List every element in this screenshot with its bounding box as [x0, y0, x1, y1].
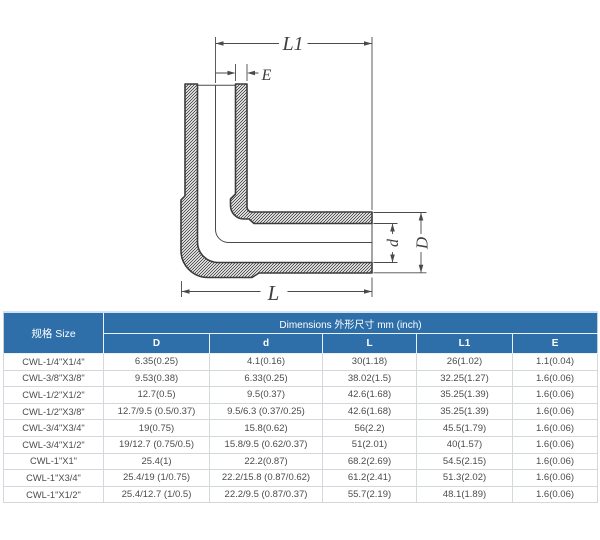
value-cell: 9.5(0.37) [209, 386, 323, 404]
value-cell: 15.8(0.62) [209, 419, 323, 437]
table-row: CWL-1/2"X1/2"12.7(0.5)9.5(0.37)42.6(1.68… [3, 386, 599, 404]
dim-d-small-arrows [390, 223, 395, 263]
value-cell: 42.6(1.68) [322, 386, 417, 404]
value-cell: 19(0.75) [103, 419, 210, 437]
value-cell: 1.6(0.06) [511, 469, 599, 487]
table-row: CWL-1"X1"25.4(1)22.2(0.87)68.2(2.69)54.5… [3, 452, 599, 471]
dim-label-d-small: d [385, 238, 402, 247]
value-cell: 4.1(0.16) [209, 353, 323, 371]
value-cell: 22.2/15.8 (0.87/0.62) [209, 469, 323, 487]
table-row: CWL-1"X1/2"25.4/12.7 (1/0.5)22.2/9.5 (0.… [3, 485, 599, 504]
table-row: CWL-1/4"X1/4"6.35(0.25)4.1(0.16)30(1.18)… [3, 353, 599, 371]
value-cell: 15.8/9.5 (0.62/0.37) [209, 435, 323, 454]
value-cell: 40(1.57) [416, 435, 513, 454]
size-cell: CWL-3/4"X3/4" [3, 419, 104, 437]
value-cell: 22.2/9.5 (0.87/0.37) [209, 485, 323, 504]
value-cell: 38.02(1.5) [322, 369, 417, 388]
value-cell: 35.25(1.39) [416, 402, 513, 421]
value-cell: 6.35(0.25) [103, 353, 210, 371]
column-header-e: E [511, 333, 599, 354]
value-cell: 1.6(0.06) [511, 386, 599, 404]
value-cell: 9.53(0.38) [103, 369, 210, 388]
dim-l [181, 277, 373, 297]
size-cell: CWL-1"X1/2" [3, 485, 104, 504]
value-cell: 22.2(0.87) [209, 452, 323, 471]
value-cell: 25.4(1) [103, 452, 210, 471]
size-cell: CWL-3/8"X3/8" [3, 369, 104, 388]
spec-table-body: CWL-1/4"X1/4"6.35(0.25)4.1(0.16)30(1.18)… [3, 353, 599, 504]
dim-l1-arrows [215, 41, 372, 46]
table-row: CWL-3/4"X1/2"19/12.7 (0.75/0.5)15.8/9.5 … [3, 435, 599, 454]
value-cell: 26(1.02) [416, 353, 513, 371]
dim-label-e: E [261, 67, 272, 84]
value-cell: 1.1(0.04) [511, 353, 599, 371]
value-cell: 1.6(0.06) [511, 402, 599, 421]
value-cell: 61.2(2.41) [322, 469, 417, 487]
size-cell: CWL-1"X3/4" [3, 469, 104, 487]
size-cell: CWL-1/2"X3/8" [3, 402, 104, 421]
value-cell: 42.6(1.68) [322, 402, 417, 421]
size-column-header: 规格 Size [3, 311, 104, 354]
value-cell: 35.25(1.39) [416, 386, 513, 404]
value-cell: 30(1.18) [322, 353, 417, 371]
value-cell: 6.33(0.25) [209, 369, 323, 388]
value-cell: 56(2.2) [322, 419, 417, 437]
value-cell: 9.5/6.3 (0.37/0.25) [209, 402, 323, 421]
size-cell: CWL-1/4"X1/4" [3, 353, 104, 371]
value-cell: 25.4/19 (1/0.75) [103, 469, 210, 487]
value-cell: 55.7(2.19) [322, 485, 417, 504]
value-cell: 48.1(1.89) [416, 485, 513, 504]
value-cell: 12.7(0.5) [103, 386, 210, 404]
column-header-l1: L1 [416, 333, 513, 354]
value-cell: 68.2(2.69) [322, 452, 417, 471]
dim-label-l1: L1 [281, 33, 303, 55]
value-cell: 51(2.01) [322, 435, 417, 454]
table-row: CWL-3/8"X3/8"9.53(0.38)6.33(0.25)38.02(1… [3, 369, 599, 388]
value-cell: 1.6(0.06) [511, 419, 599, 437]
value-cell: 25.4/12.7 (1/0.5) [103, 485, 210, 504]
value-cell: 51.3(2.02) [416, 469, 513, 487]
value-cell: 1.6(0.06) [511, 369, 599, 388]
bore-edge-lines [197, 84, 373, 263]
size-cell: CWL-1"X1" [3, 452, 104, 471]
value-cell: 45.5(1.79) [416, 419, 513, 437]
column-header-d: d [209, 333, 323, 354]
dim-e-arrows [227, 70, 255, 76]
value-cell: 1.6(0.06) [511, 435, 599, 454]
outer-wall-section [180, 83, 373, 279]
elbow-section-diagram: L1 E L [180, 33, 432, 305]
dim-d-big-arrows [418, 212, 424, 273]
value-cell: 54.5(2.15) [416, 452, 513, 471]
dim-e [215, 64, 259, 81]
table-row: CWL-3/4"X3/4"19(0.75)15.8(0.62)56(2.2)45… [3, 419, 599, 437]
value-cell: 1.6(0.06) [511, 452, 599, 471]
column-header-l: L [322, 333, 417, 354]
dimensions-group-header: Dimensions 外形尺寸 mm (inch) [102, 311, 599, 334]
table-row: CWL-1"X3/4"25.4/19 (1/0.75)22.2/15.8 (0.… [3, 469, 599, 487]
size-cell: CWL-3/4"X1/2" [3, 435, 104, 454]
dim-l1 [215, 37, 373, 210]
size-cell: CWL-1/2"X1/2" [3, 386, 104, 404]
column-header-d: D [103, 333, 210, 354]
inner-wall-section [229, 83, 373, 225]
value-cell: 1.6(0.06) [511, 485, 599, 504]
dim-label-l: L [267, 281, 280, 305]
dim-l-arrows [181, 289, 372, 294]
value-cell: 12.7/9.5 (0.5/0.37) [103, 402, 210, 421]
table-row: CWL-1/2"X3/8"12.7/9.5 (0.5/0.37)9.5/6.3 … [3, 402, 599, 421]
value-cell: 32.25(1.27) [416, 369, 513, 388]
value-cell: 19/12.7 (0.75/0.5) [103, 435, 210, 454]
dim-label-d-big: D [413, 236, 432, 250]
